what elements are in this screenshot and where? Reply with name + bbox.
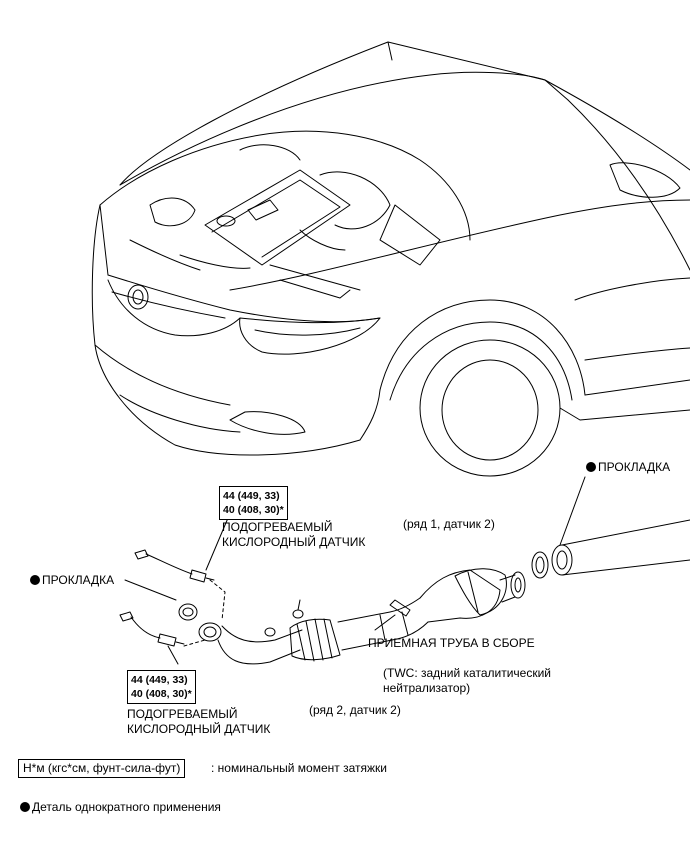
oxygen-sensor-2 (119, 611, 185, 647)
torque-unit-legend-box: Н*м (кгс*см, фунт-сила-фут) (18, 759, 186, 778)
leader-lines (124, 476, 586, 665)
pipe-name: ПРИЕМНАЯ ТРУБА В СБОРЕ (368, 636, 535, 650)
torque-value: 44 (449, 33) (223, 490, 280, 502)
gasket-left (178, 603, 198, 621)
car-illustration (91, 41, 690, 477)
torque-box-sensor2: 44 (449, 33) 40 (408, 30)* (127, 670, 196, 704)
sensor1-name: ПОДОГРЕВАЕМЫЙ КИСЛОРОДНЫЙ ДАТЧИК (222, 520, 366, 549)
filled-circle-icon (586, 462, 596, 472)
oxygen-sensor-1 (134, 549, 215, 583)
torque-value: 44 (449, 33) (131, 674, 188, 686)
sensor1-position: (ряд 1, датчик 2) (403, 517, 495, 531)
torque-value: 40 (408, 30)* (131, 688, 192, 700)
dashed-alignment-lines (183, 579, 226, 647)
gasket-label-top: ПРОКЛАДКА (586, 460, 670, 475)
front-pipe-assembly (198, 519, 690, 665)
filled-circle-icon (20, 802, 30, 812)
gasket-label-left: ПРОКЛАДКА (30, 573, 114, 588)
sensor2-position: (ряд 2, датчик 2) (309, 703, 401, 717)
nonreusable-legend: Деталь однократного применения (20, 800, 221, 815)
torque-unit-legend-desc: : номинальный момент затяжки (211, 761, 387, 775)
pipe-note: (TWC: задний каталитический нейтрализато… (383, 666, 551, 695)
sensor2-name: ПОДОГРЕВАЕМЫЙ КИСЛОРОДНЫЙ ДАТЧИК (127, 707, 271, 736)
filled-circle-icon (30, 575, 40, 585)
torque-box-sensor1: 44 (449, 33) 40 (408, 30)* (219, 486, 288, 520)
torque-value: 40 (408, 30)* (223, 504, 284, 516)
